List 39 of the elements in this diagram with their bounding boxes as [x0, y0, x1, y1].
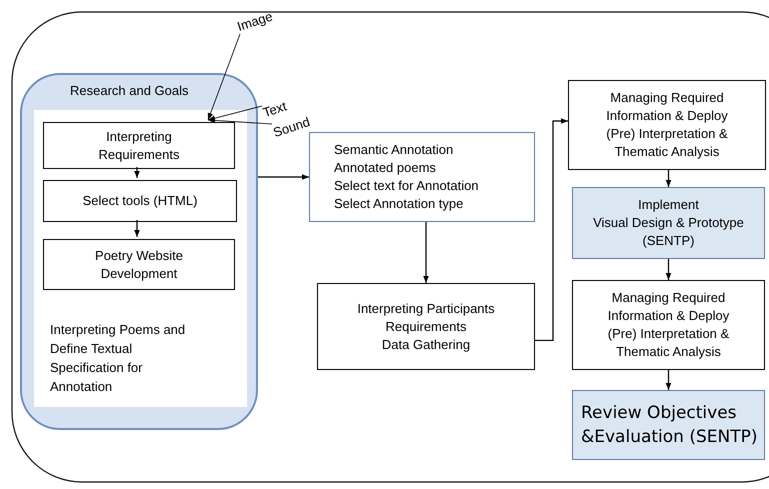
box-text: Visual Design & Prototype (SENTP) — [592, 214, 745, 250]
arrow — [258, 174, 309, 180]
box-text: Managing Required Information & Deploy (Pre) Interpretation & Thematic Analysis — [606, 289, 730, 361]
process-box — [572, 390, 765, 460]
box-text: Managing Required Information & Deploy (Pre) Interpretation & Thematic Analysis — [605, 89, 729, 161]
process-box — [309, 132, 535, 222]
leader-line — [208, 34, 240, 120]
stage-container — [20, 73, 258, 430]
box-text: Select Annotation type — [334, 195, 464, 213]
arrow — [666, 370, 672, 390]
stage-panel — [34, 110, 247, 407]
leader-label: Image — [235, 8, 274, 34]
arrow — [423, 222, 429, 283]
process-box — [317, 283, 535, 370]
box-text: Interpreting Requirements — [98, 128, 180, 164]
box-text: Poetry Website Development — [94, 246, 184, 282]
arrow — [666, 259, 672, 280]
group-title: Research and Goals — [70, 82, 189, 100]
process-box — [568, 80, 766, 170]
arrow — [134, 220, 140, 237]
leader-line — [208, 106, 262, 121]
box-text: Implement — [638, 196, 699, 214]
process-box — [572, 280, 765, 370]
process-box — [572, 187, 765, 259]
box-text: Semantic Annotation — [334, 141, 454, 159]
box-text: Select text for Annotation — [334, 177, 479, 195]
box-text: Select tools (HTML) — [82, 192, 198, 210]
process-box — [43, 180, 237, 222]
box-text: Interpreting Participants Requirements — [356, 300, 496, 336]
panel-text: Interpreting Poems and Define Textual Specification for Annotation — [50, 321, 186, 396]
box-text: Data Gathering — [382, 336, 470, 354]
process-box — [43, 239, 235, 290]
arrow — [666, 170, 672, 187]
box-text: Annotated poems — [334, 159, 436, 177]
arrow — [134, 167, 140, 178]
arrow — [535, 118, 568, 342]
process-box — [43, 122, 235, 169]
leader-line — [208, 118, 272, 124]
box-text: Review Objectives &Evaluation (SENTP) — [581, 402, 759, 449]
